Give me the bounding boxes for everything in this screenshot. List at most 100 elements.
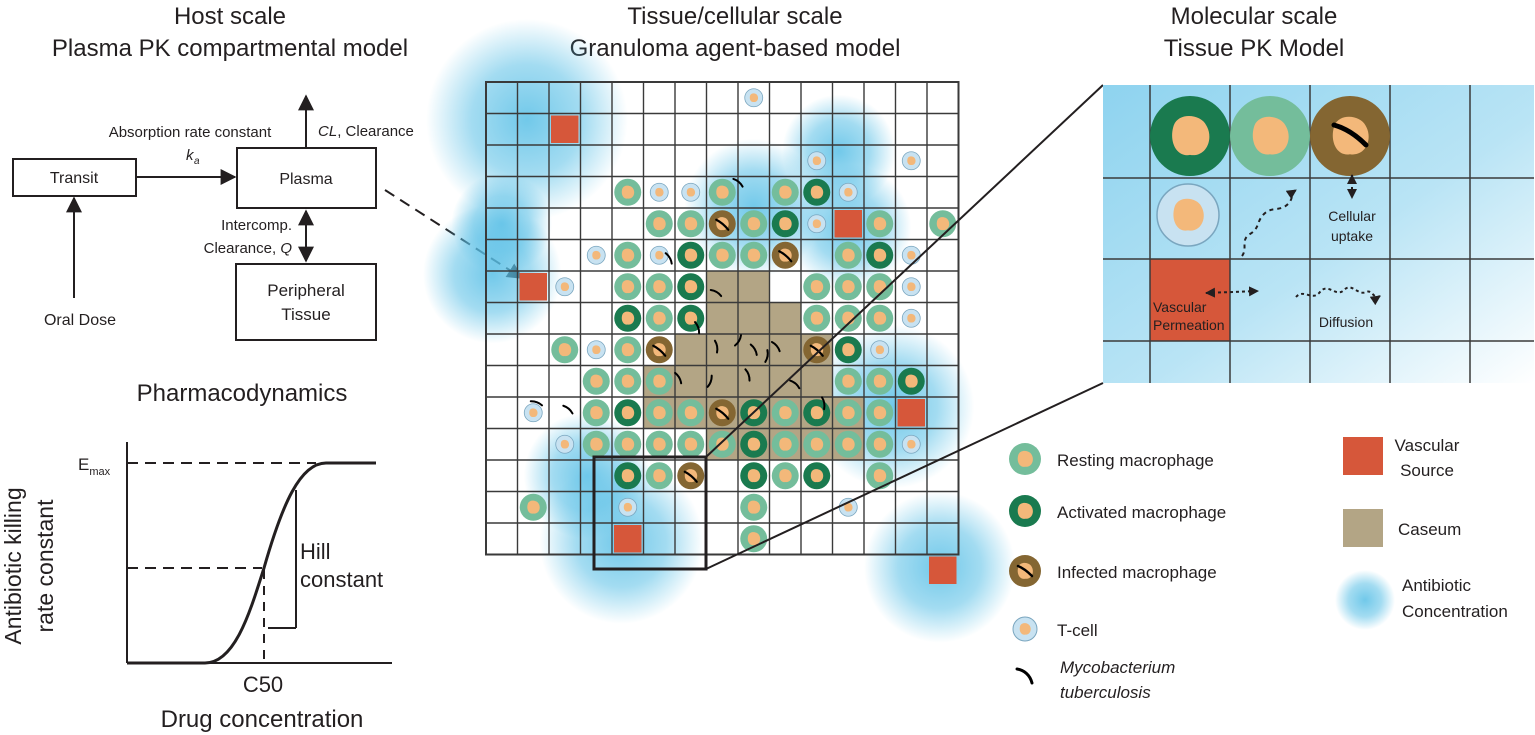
cell-nucleus xyxy=(716,437,729,451)
cell-nucleus xyxy=(873,217,887,231)
resting-macrophage xyxy=(519,493,547,521)
cell-nucleus xyxy=(592,250,601,260)
resting-macrophage xyxy=(708,178,736,206)
uptake-squiggle-arrow xyxy=(1241,189,1297,257)
vascular-source xyxy=(929,556,957,584)
infected-macrophage xyxy=(708,399,736,427)
cell-nucleus xyxy=(653,437,666,451)
cell-nucleus xyxy=(810,311,824,325)
peripheral-box xyxy=(235,263,377,341)
cell-nucleus xyxy=(621,343,635,357)
intercomp-label-1: Intercomp. xyxy=(221,217,292,234)
zoom-activated-macrophage xyxy=(1150,96,1230,176)
mycobacterium xyxy=(713,339,719,354)
pd-y-label-1: Antibiotic killing xyxy=(0,487,26,644)
cell-nucleus xyxy=(747,532,761,546)
zoom-infected-macrophage xyxy=(1310,96,1390,176)
tissue-title-2: Granuloma agent-based model xyxy=(570,35,901,62)
cell-nucleus xyxy=(873,437,887,451)
legend-infected-label: Infected macrophage xyxy=(1057,563,1217,582)
cell-nucleus xyxy=(621,406,635,420)
activated-macrophage xyxy=(614,304,642,332)
resting-macrophage xyxy=(834,273,862,301)
bacterium xyxy=(778,250,793,263)
resting-macrophage xyxy=(708,241,736,269)
resting-macrophage xyxy=(740,525,768,553)
c50-label: C50 xyxy=(243,672,283,697)
cell-nucleus xyxy=(907,250,916,260)
resting-macrophage xyxy=(834,430,862,458)
t-cell xyxy=(901,434,921,454)
activated-macrophage xyxy=(677,273,705,301)
absorption-label: Absorption rate constant xyxy=(109,124,272,141)
cell-nucleus xyxy=(779,406,792,420)
cell-nucleus xyxy=(812,156,822,166)
caseum-cell xyxy=(706,302,738,334)
resting-macrophage xyxy=(645,273,673,301)
transit-label: Transit xyxy=(50,170,99,187)
resting-macrophage xyxy=(866,367,894,395)
resting-macrophage xyxy=(866,273,894,301)
resting-macrophage xyxy=(614,178,642,206)
cell-nucleus xyxy=(655,187,664,197)
cell-nucleus xyxy=(936,217,950,231)
resting-macrophage xyxy=(614,241,642,269)
t-cell xyxy=(838,182,858,202)
resting-macrophage xyxy=(645,304,673,332)
legend-mtb-label-1: Mycobacterium xyxy=(1060,658,1175,677)
pharmacodynamics-panel: Pharmacodynamics Emax Hill constant C50 … xyxy=(0,380,392,733)
emax-main: E xyxy=(78,455,89,474)
legend-tcell-label: T-cell xyxy=(1057,621,1098,640)
vascular-permeation-label-1: Vascular xyxy=(1153,299,1207,315)
cell-nucleus xyxy=(590,406,603,420)
q-symbol: Q xyxy=(280,240,292,257)
resting-macrophage xyxy=(645,462,673,490)
resting-macrophage xyxy=(834,399,862,427)
cell-nucleus xyxy=(907,282,916,292)
cellular-uptake-label-1: Cellular xyxy=(1328,208,1376,224)
caseum-cell xyxy=(706,271,738,303)
hill-curve xyxy=(127,461,376,665)
resting-macrophage xyxy=(645,367,673,395)
legend: Resting macrophage Activated macrophage … xyxy=(1009,436,1508,702)
cell-nucleus xyxy=(875,345,885,355)
activated-macrophage xyxy=(614,462,642,490)
caseum-cell xyxy=(738,365,770,397)
cell-nucleus xyxy=(592,345,601,355)
cell-nucleus xyxy=(653,374,666,388)
hill-label-2: constant xyxy=(300,567,383,592)
t-cell xyxy=(649,182,669,202)
t-cell xyxy=(681,182,701,202)
cell-nucleus xyxy=(653,280,666,294)
granuloma-grid xyxy=(423,19,1016,643)
vascular-source xyxy=(834,210,862,238)
cell-nucleus xyxy=(653,406,666,420)
cell-nucleus xyxy=(842,406,855,420)
clearance-label: CL, Clearance xyxy=(318,123,414,140)
hill-label-1: Hill xyxy=(300,539,331,564)
bacterium xyxy=(715,218,730,231)
mtb-icon xyxy=(1015,667,1034,685)
resting-macrophage xyxy=(834,367,862,395)
cell-nucleus xyxy=(810,185,824,199)
cellular-uptake-label-2: uptake xyxy=(1331,228,1373,244)
activated-macrophage xyxy=(677,304,705,332)
resting-macrophage xyxy=(803,273,831,301)
caseum-cell xyxy=(738,334,770,366)
t-cell xyxy=(901,151,921,171)
vascular-source xyxy=(614,525,642,553)
activated-macrophage xyxy=(740,430,768,458)
intercomp-text: Clearance, xyxy=(204,240,281,257)
antibiotic-glow xyxy=(451,173,553,275)
infected-macrophage xyxy=(645,336,673,364)
emax-sub: max xyxy=(89,466,110,478)
legend-vascular-label-1: Vascular xyxy=(1395,436,1460,455)
cell-nucleus xyxy=(560,282,570,292)
mycobacterium xyxy=(709,289,723,298)
legend-mtb-label-2: tuberculosis xyxy=(1060,683,1151,702)
cell-nucleus xyxy=(747,217,761,231)
cell-nucleus xyxy=(810,469,824,483)
legend-infected: Infected macrophage xyxy=(1009,555,1217,587)
molecular-scale-panel: Molecular scale Tissue PK Model Cellular… xyxy=(1103,3,1534,383)
